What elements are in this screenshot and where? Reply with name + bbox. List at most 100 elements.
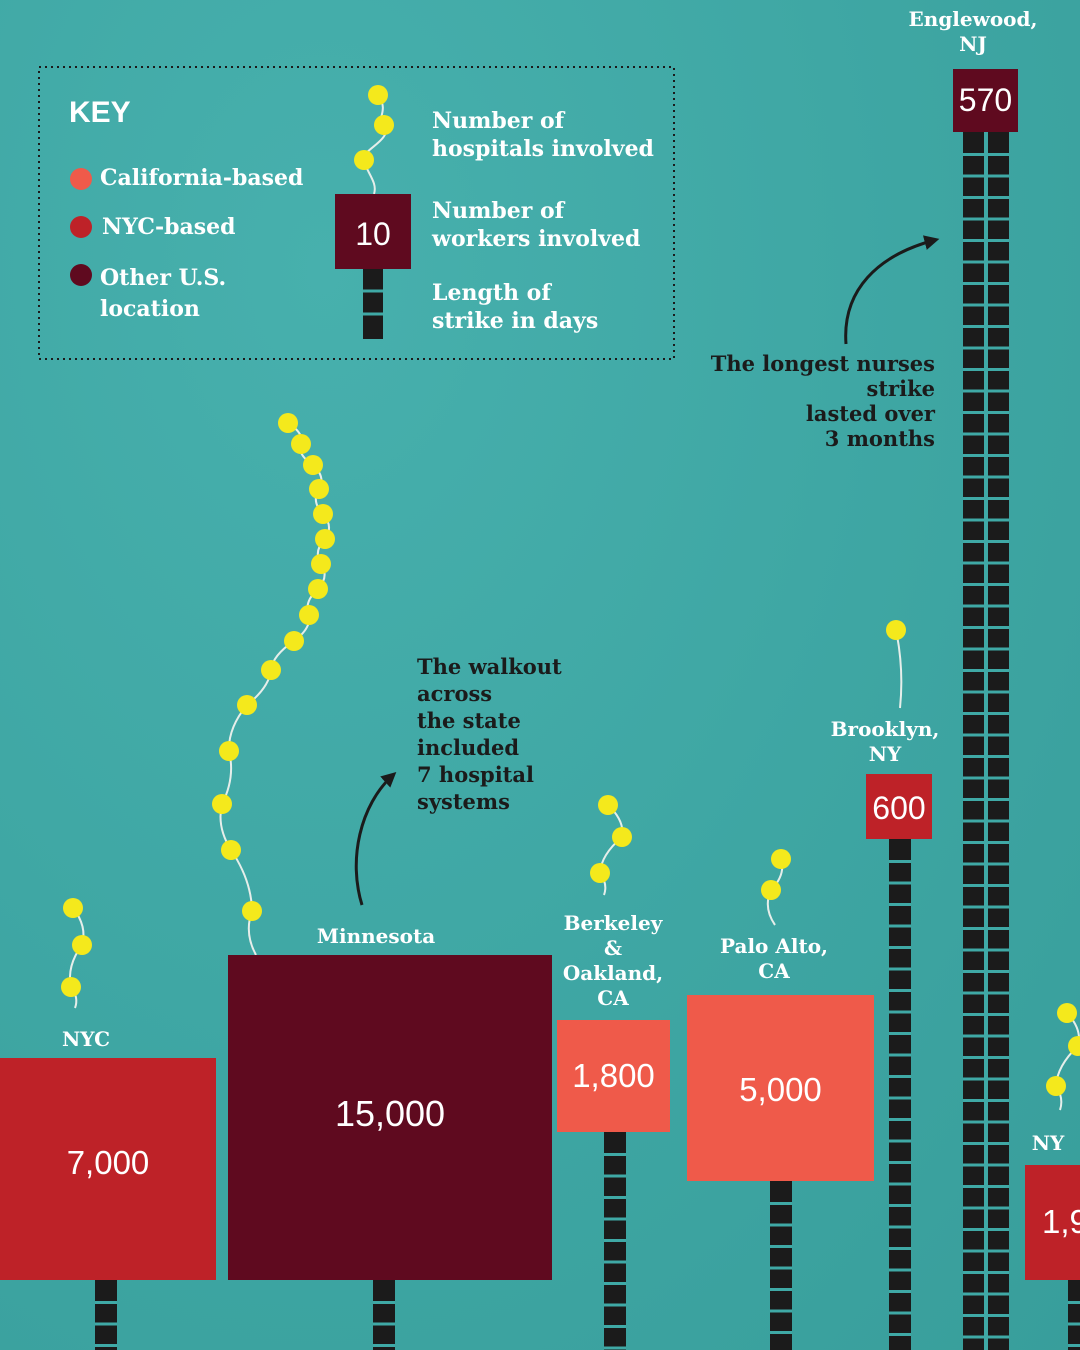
hospital-bead <box>612 827 632 847</box>
hospital-bead <box>72 935 92 955</box>
hospital-bead <box>284 631 304 651</box>
hospital-bead <box>598 795 618 815</box>
location-label: Palo Alto,CA <box>720 934 828 983</box>
stem-day-divider <box>604 1303 626 1307</box>
workers-box <box>0 1058 216 1280</box>
legend-label-california: California-based <box>100 165 303 191</box>
hospital-bead <box>311 554 331 574</box>
stem-day-divider <box>95 1301 117 1304</box>
stem-day-divider <box>889 1053 911 1057</box>
stem-day-divider <box>889 1225 911 1229</box>
workers-value: 570 <box>959 82 1012 118</box>
key-bead <box>374 115 394 135</box>
hospital-bead <box>237 695 257 715</box>
workers-box <box>1025 1165 1080 1280</box>
stem-day-divider <box>889 1247 911 1250</box>
stem-day-divider <box>889 881 911 885</box>
bead-string <box>895 629 903 709</box>
stem-day-divider <box>889 903 911 906</box>
workers-value: 1,9 <box>1042 1203 1080 1240</box>
stem-day-divider <box>889 1010 911 1014</box>
strike-duration-stem <box>1068 1280 1080 1350</box>
location-label: NYC <box>62 1027 110 1051</box>
annotation-arrow-englewood <box>844 235 940 345</box>
workers-box <box>228 955 552 1280</box>
stem-day-divider <box>889 860 911 863</box>
key-bead <box>354 150 374 170</box>
stem-day-divider <box>770 1223 792 1227</box>
workers-value: 5,000 <box>739 1071 822 1108</box>
bead-string <box>598 804 624 896</box>
stem-day-divider <box>604 1153 626 1156</box>
stem-day-divider <box>604 1260 626 1264</box>
hospital-bead <box>261 660 281 680</box>
stem-day-divider <box>889 924 911 928</box>
hospital-bead <box>221 840 241 860</box>
hospital-bead <box>308 579 328 599</box>
strike-3: 5,000 Palo Alto,CA <box>687 849 874 1350</box>
hospital-bead <box>303 455 323 475</box>
key-border <box>38 66 675 360</box>
stem-day-divider <box>604 1325 626 1328</box>
hospital-bead <box>1068 1036 1080 1056</box>
workers-value: 7,000 <box>67 1144 150 1181</box>
stem-day-divider <box>889 1290 911 1293</box>
strike-marks: 7,000 NYC 15,000Minnesota1,800Berkeley&Oak… <box>0 7 1080 1350</box>
hospital-bead <box>219 741 239 761</box>
stem-day-divider <box>604 1217 626 1221</box>
legend-dot-other <box>70 264 92 286</box>
stem-day-divider <box>889 1311 911 1315</box>
bead-string <box>219 422 330 956</box>
bead-string <box>1054 1012 1080 1111</box>
key-bead <box>368 85 388 105</box>
workers-value: 1,800 <box>572 1057 655 1094</box>
bead-string <box>69 907 85 1009</box>
legend-label-nyc: NYC-based <box>102 214 235 240</box>
workers-box <box>953 69 1018 132</box>
strike-duration-stem <box>889 839 911 1350</box>
legend-label-other: Other U.S.location <box>100 265 226 322</box>
stem-day-divider <box>770 1288 792 1291</box>
stem-day-divider <box>889 1075 911 1078</box>
hospital-bead <box>771 849 791 869</box>
hospital-bead <box>63 898 83 918</box>
stem-day-divider <box>1068 1301 1080 1304</box>
hospital-bead <box>61 977 81 997</box>
hospital-bead <box>590 863 610 883</box>
stem-column-divider <box>984 132 988 1350</box>
stem-day-divider <box>889 1032 911 1035</box>
stem-day-divider <box>889 1139 911 1143</box>
legend-dot-california <box>70 168 92 190</box>
hospital-bead <box>1057 1003 1077 1023</box>
stem-day-divider <box>889 989 911 992</box>
stem-day-divider <box>1068 1344 1080 1347</box>
hospital-bead <box>291 434 311 454</box>
stem-day-divider <box>889 1333 911 1336</box>
key-bead-string <box>362 94 387 195</box>
strike-0: 7,000 NYC <box>0 898 216 1350</box>
key-sample-value: 10 <box>355 216 391 252</box>
stem-day-divider <box>889 1204 911 1207</box>
stem-day-divider <box>604 1282 626 1285</box>
stem-day-divider <box>770 1202 792 1205</box>
stem-day-divider <box>889 1161 911 1164</box>
hospital-bead <box>886 620 906 640</box>
hospital-bead <box>299 605 319 625</box>
location-label: Brooklyn,NY <box>831 717 940 766</box>
workers-value: 15,000 <box>335 1093 445 1134</box>
strike-duration-stem <box>95 1280 117 1350</box>
stem-day-divider <box>889 1182 911 1186</box>
stem-day-divider <box>770 1266 792 1270</box>
strike-duration-stem <box>373 1280 395 1350</box>
hospital-bead <box>242 901 262 921</box>
hospital-bead <box>1046 1076 1066 1096</box>
